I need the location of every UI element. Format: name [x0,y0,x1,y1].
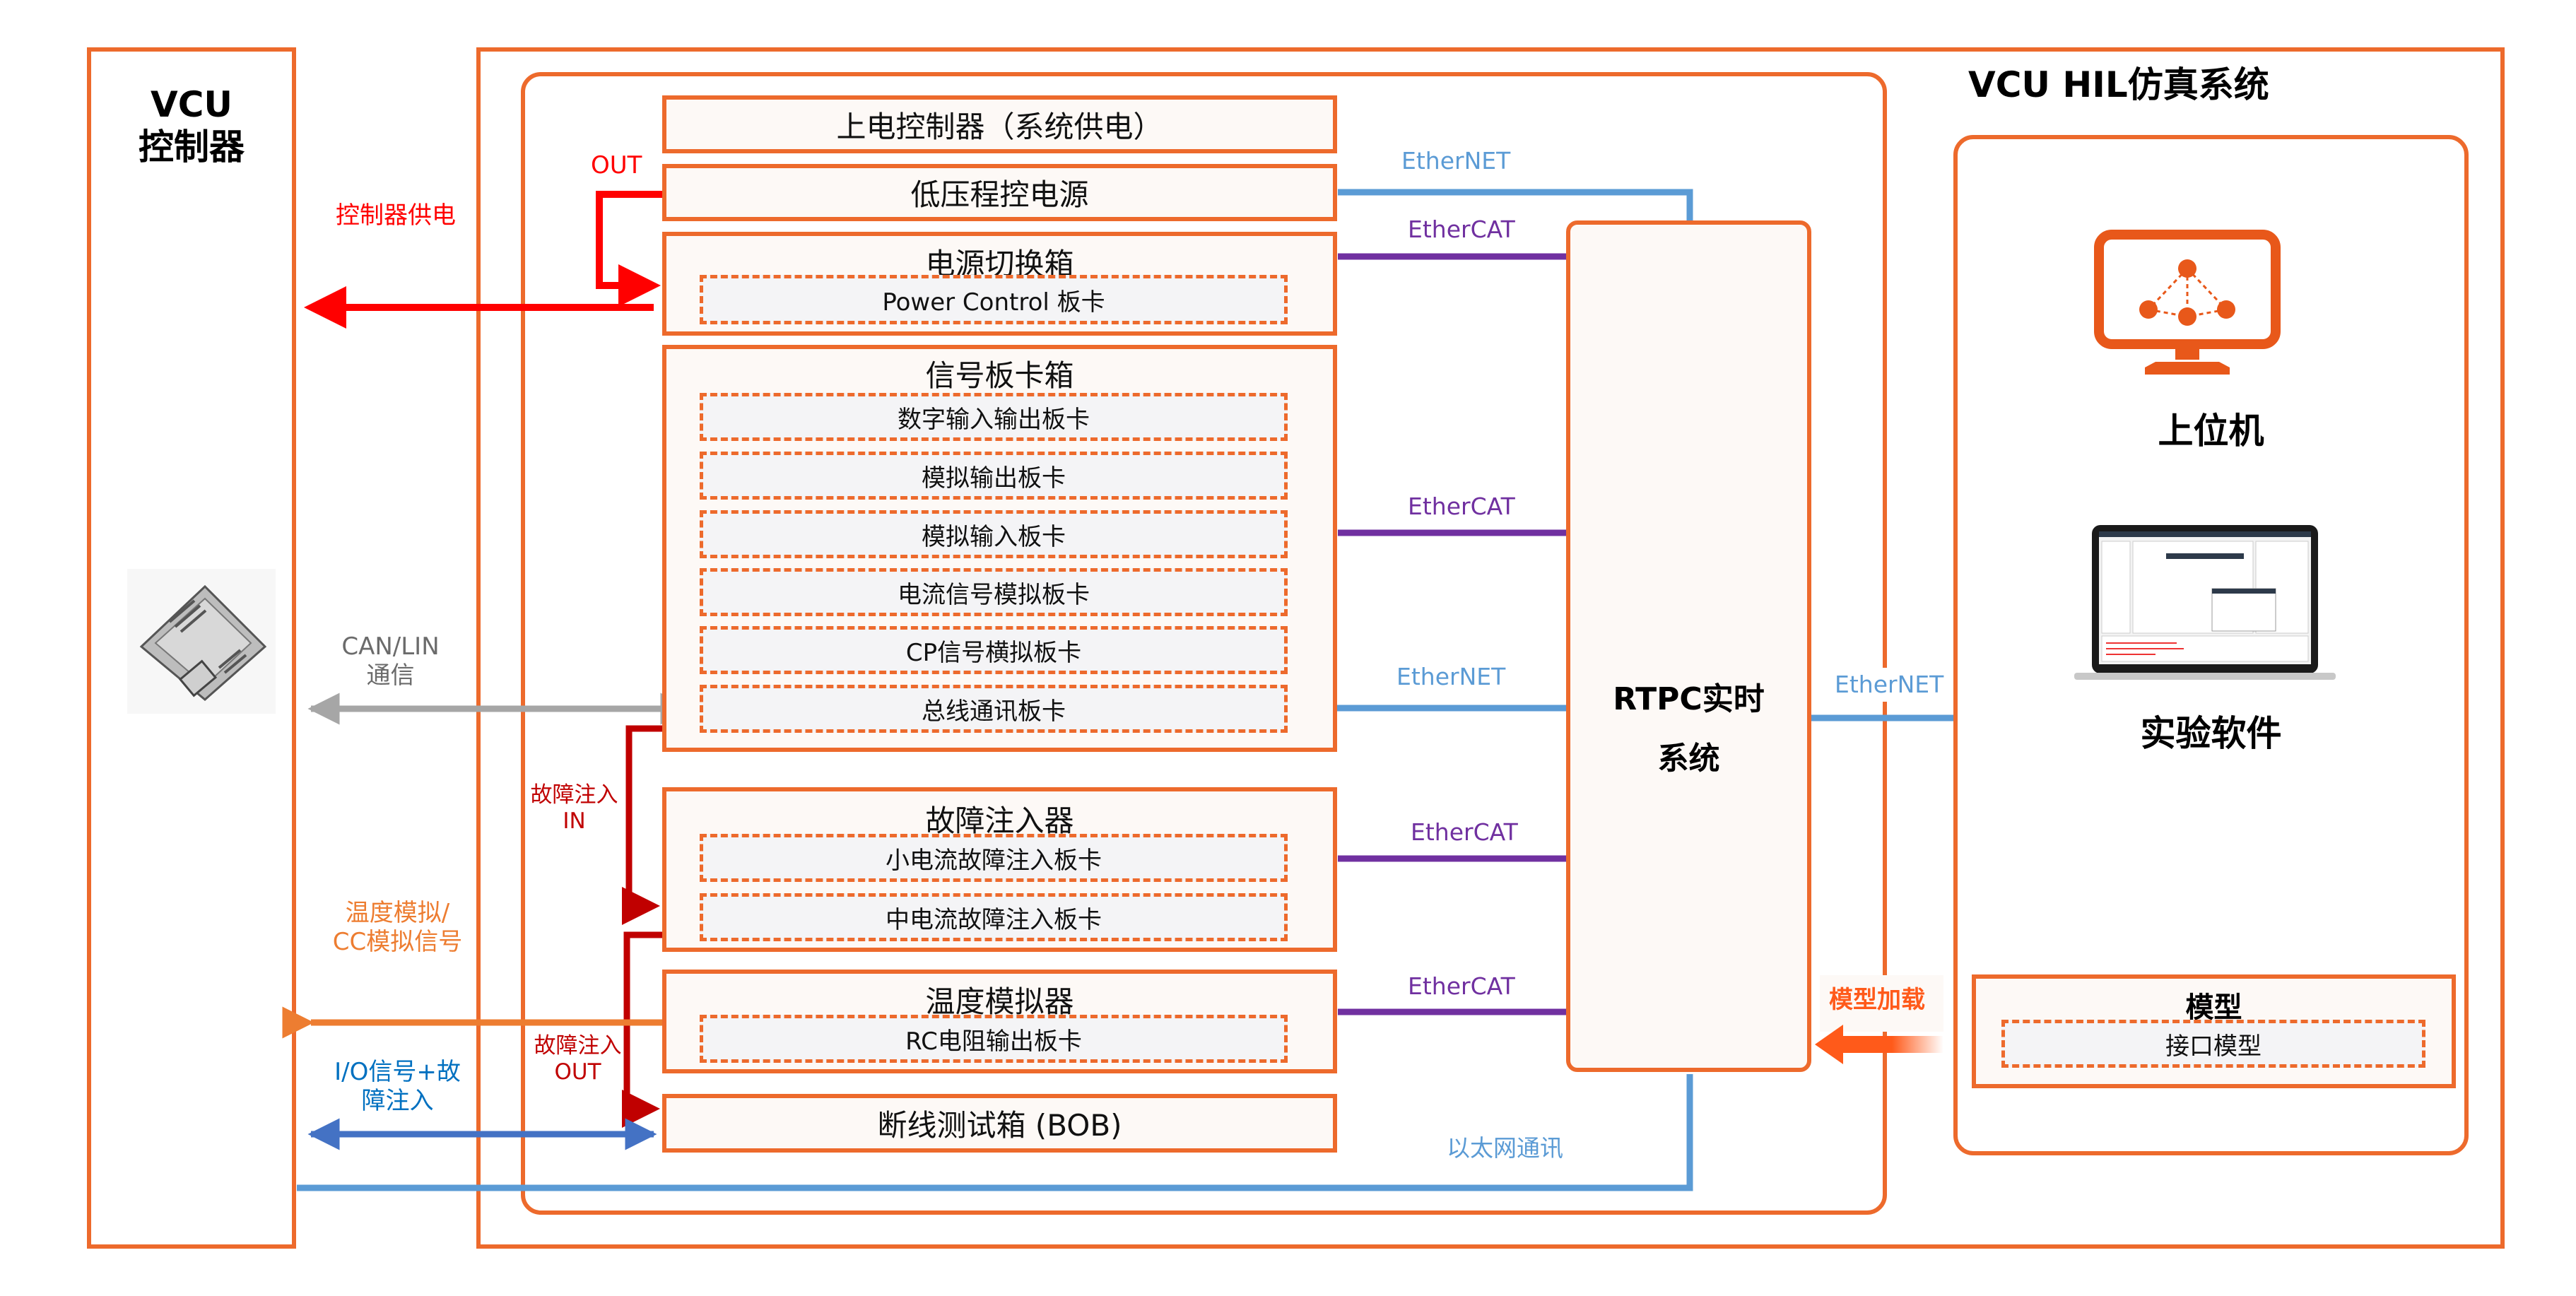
temperature-label-line1: 温度模拟/ [345,899,450,927]
signal-card-label: 总线通讯板卡 [922,697,1066,726]
host-pc-label: 上位机 [2158,411,2264,452]
signal-card-3: 电流信号模拟板卡 [700,568,1288,616]
ethernet-pc-label: EtherNET [1830,668,1948,702]
monitor-icon [2094,230,2281,375]
bob-label: 断线测试箱 (BOB) [877,1108,1122,1143]
ethercat-temp-label: EtherCAT [1408,972,1515,1000]
lv-power-label: 低压程控电源 [910,177,1089,212]
ethercat-fault-label: EtherCAT [1411,818,1518,846]
laptop-icon [2074,525,2336,680]
vcu-title-line1: VCU [151,84,233,125]
signal-card-label: 模拟输出板卡 [922,464,1066,493]
software-label: 实验软件 [2140,713,2282,754]
fault-in-label-line1: 故障注入 [530,782,618,808]
hardware-rack-frame [521,72,1887,1215]
lv-power-box: 低压程控电源 [662,164,1337,221]
ethernet-lv-label: EtherNET [1401,147,1511,175]
rtpc-label-line2: 系统 [1657,740,1720,777]
ethernet-bus-label: EtherNET [1396,663,1506,690]
power-on-controller-label: 上电控制器（系统供电） [836,109,1163,144]
rtpc-label: RTPC实时 系统 [1570,670,1807,788]
fault-out-label-line1: 故障注入 [534,1033,622,1059]
ethercat-power-label: EtherCAT [1408,216,1515,243]
ethernet-comm-label: 以太网通讯 [1447,1134,1563,1162]
rtpc-label-line1: RTPC实时 [1613,681,1765,717]
fault-injector-title: 故障注入器 [925,803,1074,838]
canlin-label-line1: CAN/LIN [341,632,440,661]
signal-card-1: 模拟输出板卡 [700,452,1288,500]
signal-card-5: 总线通讯板卡 [700,685,1288,733]
vcu-controller-panel [87,47,296,1249]
bob-box: 断线测试箱 (BOB) [662,1094,1337,1153]
temp-simulator-title: 温度模拟器 [925,984,1074,1019]
fault-injector-box: 故障注入器 小电流故障注入板卡 中电流故障注入板卡 [662,787,1337,952]
signal-card-label: 模拟输入板卡 [922,522,1066,551]
canlin-label-line2: 通信 [366,661,415,690]
signal-card-label: CP信号横拟板卡 [905,638,1082,667]
model-title: 模型 [2185,991,2242,1024]
vcu-controller-device-icon [139,584,267,701]
out-label: OUT [591,151,642,179]
rc-resistor-card-label: RC电阻输出板卡 [905,1027,1082,1056]
signal-card-label: 数字输入输出板卡 [898,405,1090,434]
rc-resistor-card: RC电阻输出板卡 [700,1015,1288,1063]
signal-card-0: 数字输入输出板卡 [700,393,1288,441]
laptop-software-image [2071,522,2339,688]
monitor-network-icon [2092,226,2283,382]
signal-card-box-title: 信号板卡箱 [925,358,1074,393]
temperature-label-line2: CC模拟信号 [332,927,463,956]
vcu-title-line2: 控制器 [139,126,245,167]
temperature-label: 温度模拟/ CC模拟信号 [322,899,474,957]
io-label-line2: 障注入 [361,1086,434,1115]
fault-card-label: 小电流故障注入板卡 [886,846,1102,875]
rtpc-box: RTPC实时 系统 [1566,220,1811,1072]
power-on-controller-box: 上电控制器（系统供电） [662,95,1337,153]
interface-model-card: 接口模型 [2001,1020,2425,1068]
controller-power-label: 控制器供电 [336,201,456,230]
fault-out-label: 故障注入 OUT [527,1033,629,1085]
signal-card-box: 信号板卡箱 数字输入输出板卡 模拟输出板卡 模拟输入板卡 电流信号模拟板卡 CP… [662,345,1337,752]
fault-in-label: 故障注入 IN [527,782,622,835]
hil-system-frame [476,47,2505,1249]
page-title: VCU HIL仿真系统 [1968,64,2269,105]
signal-card-4: CP信号横拟板卡 [700,626,1288,674]
fault-card-0: 小电流故障注入板卡 [700,834,1288,882]
temp-simulator-box: 温度模拟器 RC电阻输出板卡 [662,970,1337,1073]
io-label-line1: I/O信号+故 [334,1058,461,1086]
power-control-card-label: Power Control 板卡 [882,288,1105,317]
io-label: I/O信号+故 障注入 [322,1058,474,1116]
canlin-label: CAN/LIN 通信 [325,632,456,690]
host-pc-panel [1953,135,2469,1155]
fault-out-label-line2: OUT [554,1059,601,1085]
power-control-card: Power Control 板卡 [700,275,1288,324]
vcu-device-image [127,569,276,714]
model-box: 模型 接口模型 [1972,974,2456,1088]
vcu-title: VCU 控制器 [87,83,296,168]
ethercat-signal-label: EtherCAT [1408,493,1515,520]
model-load-label: 模型加载 [1829,986,1925,1014]
signal-card-label: 电流信号模拟板卡 [898,580,1090,609]
fault-card-label: 中电流故障注入板卡 [886,905,1102,934]
fault-in-label-line2: IN [563,808,586,835]
fault-card-1: 中电流故障注入板卡 [700,893,1288,941]
interface-model-label: 接口模型 [2165,1032,2262,1061]
power-switch-box: 电源切换箱 Power Control 板卡 [662,232,1337,336]
signal-card-2: 模拟输入板卡 [700,510,1288,558]
